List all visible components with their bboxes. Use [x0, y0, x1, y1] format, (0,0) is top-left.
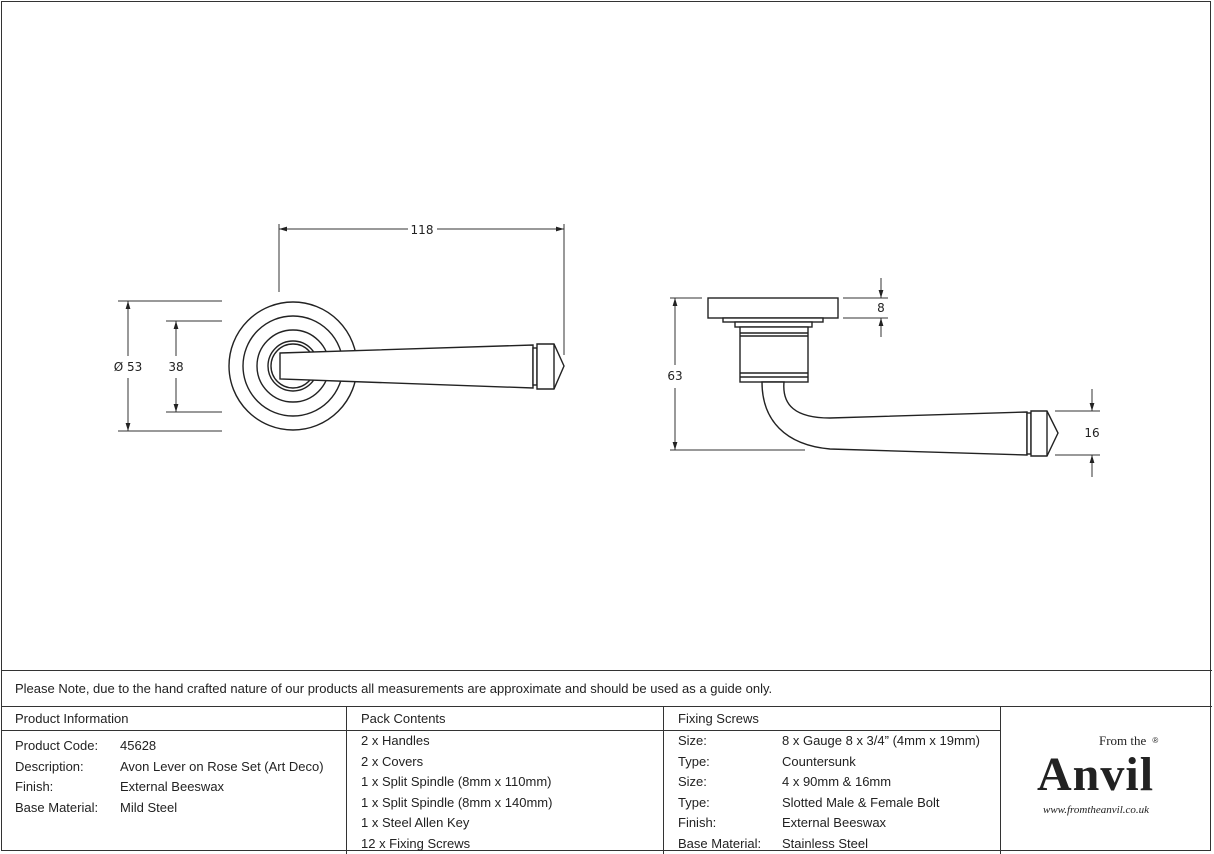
- logo-from-the: From the: [1099, 733, 1147, 748]
- lever: [279, 344, 534, 389]
- product-info-row: Product Code: 45628: [1, 736, 346, 757]
- dimension-inner-diameter-label: 38: [168, 360, 183, 374]
- dimension-lever-end-label: 16: [1084, 426, 1099, 440]
- lever-cap: [536, 343, 565, 390]
- product-info-row: Description: Avon Lever on Rose Set (Art …: [1, 757, 346, 778]
- dimension-rose-thickness-label: 8: [877, 301, 885, 315]
- from-the-anvil-logo: From the ® Anvil www.fromtheanvil.co.uk: [1001, 707, 1212, 854]
- value: Mild Steel: [120, 799, 178, 815]
- rose-plate: [707, 297, 839, 319]
- lever-side: [761, 381, 1028, 456]
- fixing-row: Size: 8 x Gauge 8 x 3/4” (4mm x 19mm): [664, 731, 1000, 752]
- logo-url: www.fromtheanvil.co.uk: [1043, 804, 1150, 816]
- pack-item: 1 x Split Spindle (8mm x 140mm): [361, 794, 553, 810]
- product-info-section: Product Information Product Code: 45628 D…: [1, 707, 347, 854]
- label: Type:: [678, 794, 710, 810]
- value: Countersunk: [782, 753, 856, 769]
- pack-item: 1 x Steel Allen Key: [361, 815, 470, 830]
- pack-item: 12 x Fixing Screws: [361, 835, 471, 851]
- fixing-screws-title: Fixing Screws: [664, 707, 1000, 731]
- label: Size:: [678, 774, 707, 789]
- rose-body: [739, 326, 809, 383]
- pack-contents-section: Pack Contents 2 x Handles 2 x Covers 1 x…: [347, 707, 664, 854]
- pack-contents-title: Pack Contents: [347, 707, 663, 731]
- info-table: Please Note, due to the hand crafted nat…: [1, 670, 1212, 854]
- pack-item: 1 x Split Spindle (8mm x 110mm): [361, 774, 552, 789]
- label: Finish:: [678, 815, 717, 830]
- label: Type:: [678, 753, 710, 769]
- dimension-length-label: 118: [411, 223, 434, 237]
- label: Product Code:: [15, 738, 99, 753]
- fixing-row: Base Material: Stainless Steel: [664, 834, 1000, 854]
- value: 45628: [120, 738, 157, 753]
- value: External Beeswax: [120, 779, 225, 794]
- lever-cap-side: [1030, 410, 1059, 457]
- dimension-rose-diameter-label: Ø 53: [114, 360, 143, 374]
- disclaimer-note: Please Note, due to the hand crafted nat…: [1, 671, 1212, 707]
- label: Finish:: [15, 779, 54, 794]
- pack-item: 2 x Handles: [361, 733, 430, 748]
- fixing-row: Type: Slotted Male & Female Bolt: [664, 793, 1000, 814]
- fixing-row: Size: 4 x 90mm & 16mm: [664, 772, 1000, 793]
- logo-registered: ®: [1152, 736, 1159, 745]
- logo-top-line: From the ®: [1099, 733, 1158, 749]
- value: Avon Lever on Rose Set (Art Deco): [120, 758, 324, 774]
- logo-brand: Anvil: [1037, 748, 1155, 801]
- fixing-screws-section: Fixing Screws Size: 8 x Gauge 8 x 3/4” (4…: [664, 707, 1001, 854]
- label: Base Material:: [15, 799, 99, 815]
- label: Base Material:: [678, 835, 762, 851]
- technical-drawing: 118 Ø 53 38 63 8 16: [114, 223, 1100, 477]
- dimension-height-label: 63: [667, 369, 682, 383]
- product-info-title: Product Information: [1, 707, 346, 731]
- value: 8 x Gauge 8 x 3/4” (4mm x 19mm): [782, 733, 980, 748]
- value: 4 x 90mm & 16mm: [782, 774, 892, 789]
- product-info-row: Base Material: Mild Steel: [1, 798, 346, 819]
- value: External Beeswax: [782, 815, 887, 830]
- label: Size:: [678, 733, 707, 748]
- value: Slotted Male & Female Bolt: [782, 794, 940, 810]
- value: Stainless Steel: [782, 835, 868, 851]
- fixing-row: Type: Countersunk: [664, 752, 1000, 773]
- label: Description:: [15, 758, 84, 774]
- front-view: [228, 301, 565, 431]
- side-view: [707, 297, 1059, 457]
- side-dimensions: [670, 278, 1100, 477]
- front-dimensions: [118, 224, 565, 432]
- product-info-row: Finish: External Beeswax: [1, 777, 346, 798]
- pack-item: 2 x Covers: [361, 753, 424, 769]
- fixing-row: Finish: External Beeswax: [664, 813, 1000, 834]
